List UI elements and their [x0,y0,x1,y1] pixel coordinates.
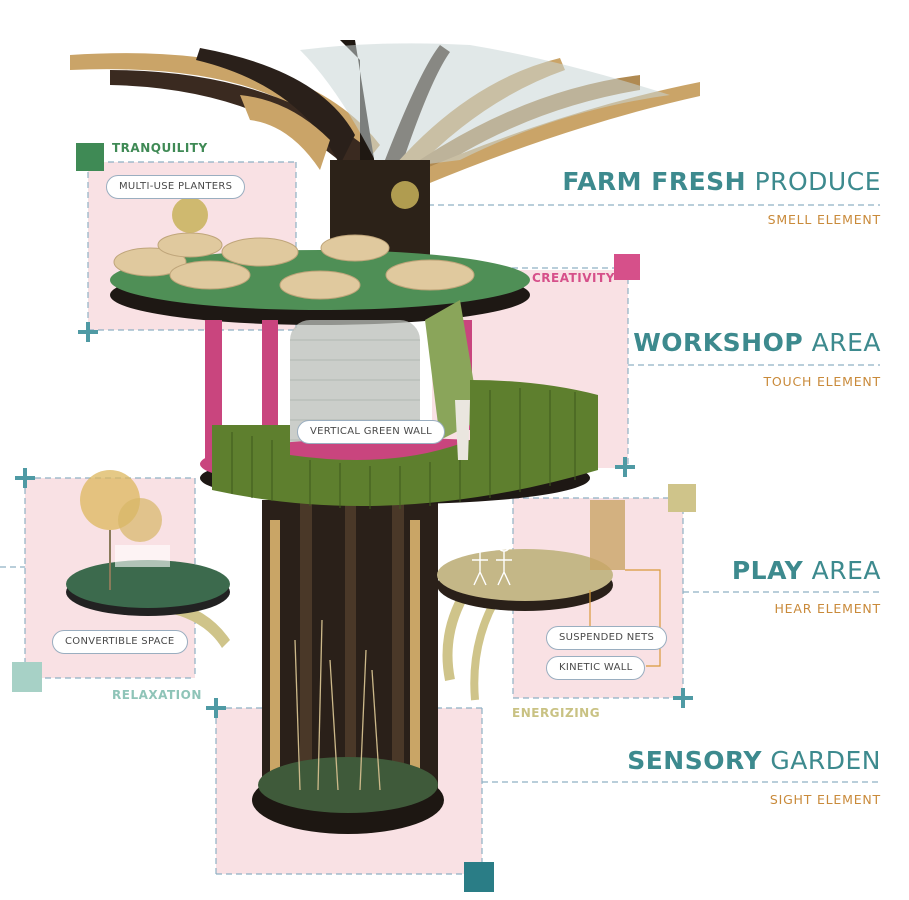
smell-element-label: SMELL ELEMENT [767,212,881,227]
energizing-square [668,484,696,512]
relaxation-square [12,662,42,692]
planters-callout: MULTI-USE PLANTERS [106,175,246,199]
energizing-label: ENERGIZING [512,706,601,720]
farm-fresh-heading: FARM FRESH PRODUCE [562,167,881,196]
play-pod [437,500,625,701]
sensory-square [464,862,494,892]
play-area-heading: PLAY AREA [731,556,881,585]
sight-element-label: SIGHT ELEMENT [769,792,881,807]
relaxation-label: RELAXATION [112,688,202,702]
garden-reeds [294,619,381,791]
top-plants [172,181,419,233]
creativity-square [614,254,640,280]
fence-slats [231,388,576,509]
green-wall-callout: VERTICAL GREEN WALL [297,420,446,444]
tranquility-square [76,143,104,171]
plus-markers [15,322,693,718]
canopy [70,40,700,185]
creativity-label: CREATIVITY [532,271,615,285]
workshop-heading: WORKSHOP AREA [633,328,881,357]
green-fence [212,380,598,506]
kinetic-callout: KINETIC WALL [546,656,646,680]
nets-callout: SUSPENDED NETS [546,626,668,650]
hear-element-label: HEAR ELEMENT [774,601,881,616]
base-grass [258,757,438,813]
touch-element-label: TOUCH ELEMENT [763,374,881,389]
sensory-garden-heading: SENSORY GARDEN [627,746,881,775]
tranquility-label: TRANQUILITY [112,141,208,155]
figure-statue [455,400,470,460]
planters [113,232,475,300]
relaxation-pod [66,470,230,648]
convertible-callout: CONVERTIBLE SPACE [52,630,188,654]
